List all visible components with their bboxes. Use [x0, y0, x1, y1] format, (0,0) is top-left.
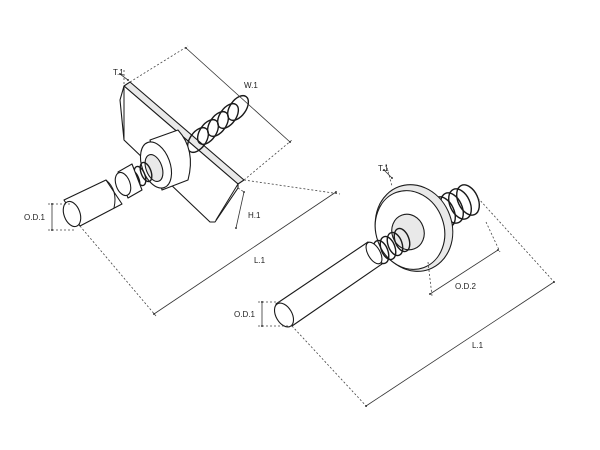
- left-label-od1: O.D.1: [24, 213, 45, 222]
- left-label-h1: H.1: [248, 211, 261, 220]
- right-label-od1: O.D.1: [234, 310, 255, 319]
- right-label-l1: L.1: [472, 341, 484, 350]
- left-collar: [139, 129, 191, 191]
- right-label-od2: O.D.2: [455, 282, 476, 291]
- left-rod: [62, 163, 143, 228]
- left-label-t1: T.1: [113, 68, 124, 77]
- right-plunger-assembly: T.1 O.D.2 O.D.1 L.1: [234, 163, 557, 409]
- left-dimensions: [48, 45, 341, 317]
- left-label-l1: L.1: [254, 256, 266, 265]
- right-dimensions: [258, 163, 557, 409]
- left-label-w1: W.1: [244, 81, 258, 90]
- right-label-t1: T.1: [378, 164, 389, 173]
- right-rod: [273, 241, 383, 328]
- left-plunger-assembly: T.1 W.1 H.1 O.D.1 L.1: [24, 45, 341, 317]
